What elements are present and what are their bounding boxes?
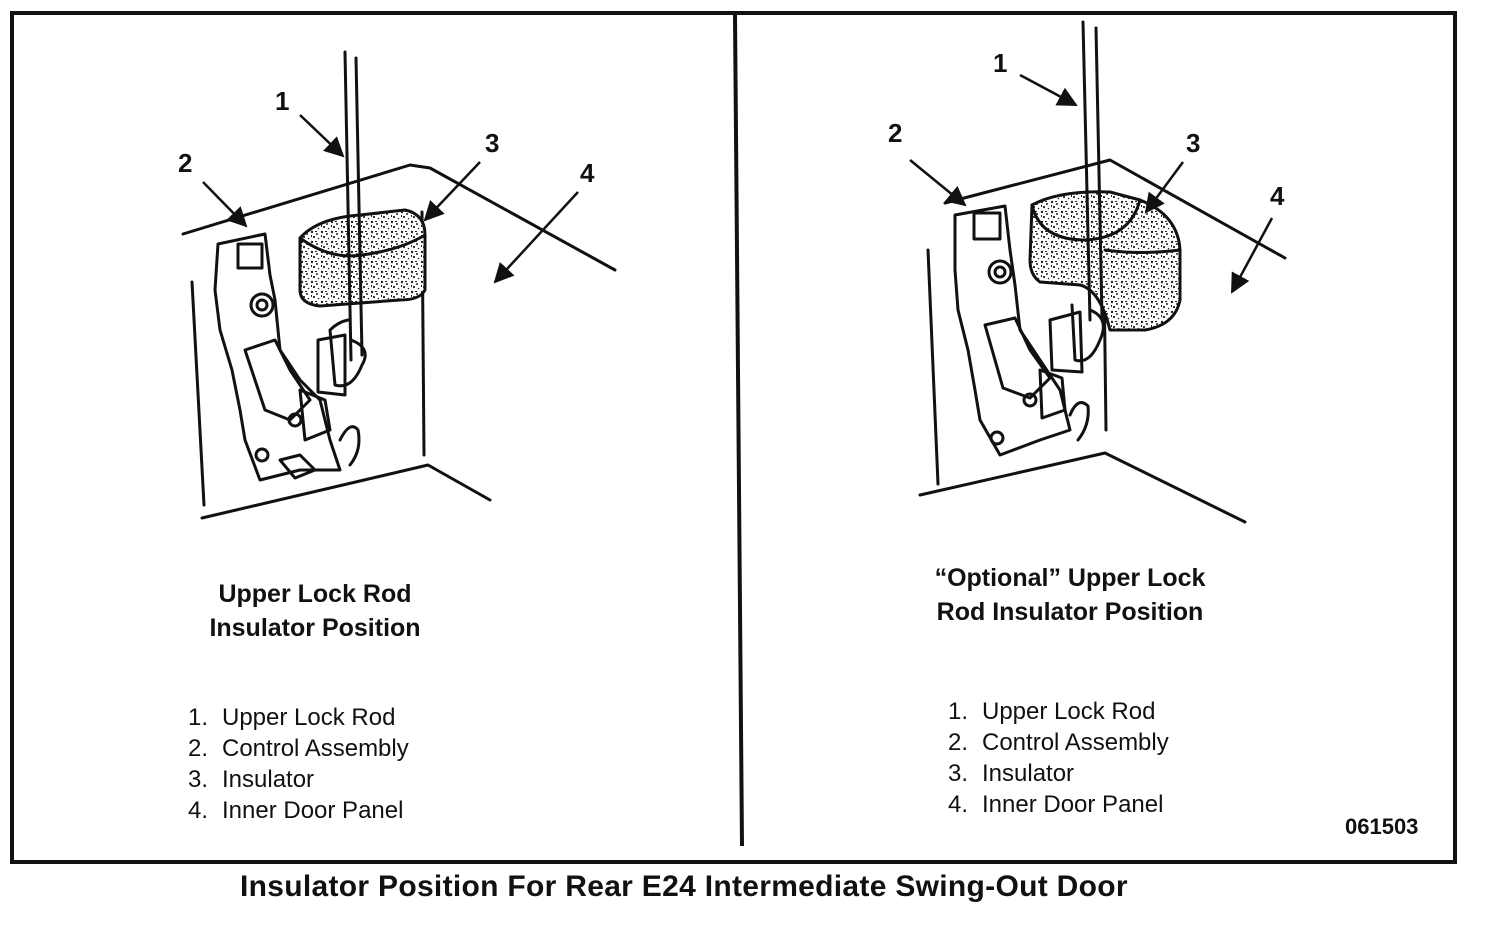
left-callout-1: 1 (275, 86, 289, 116)
outer-border (10, 11, 1457, 864)
right-panel-left-edge (926, 248, 940, 486)
left-legend: 1. Upper Lock Rod 2. Control Assembly 3. In… (182, 702, 409, 826)
left-panel-left-edge (190, 280, 206, 507)
legend-text: Insulator (982, 760, 1075, 787)
left-legend-item: 2. Control Assembly (182, 733, 409, 764)
diagram-title: Insulator Position For Rear E24 Intermed… (240, 870, 1128, 903)
legend-num: 1. (187, 704, 208, 731)
right-panel-bottom-edge (918, 451, 1247, 524)
legend-text: Upper Lock Rod (222, 704, 396, 731)
left-caption-line2: Insulator Position (209, 614, 421, 642)
right-lock-rod-b (1094, 26, 1104, 320)
legend-text: Inner Door Panel (222, 797, 404, 824)
right-arrow-2 (909, 159, 967, 207)
left-callout-2: 2 (178, 148, 192, 178)
right-control-assembly (953, 204, 1072, 457)
right-callout-3: 3 (1186, 128, 1200, 158)
legend-text: Inner Door Panel (982, 791, 1164, 818)
right-callout-2: 2 (888, 118, 902, 148)
right-panel-top-edge (943, 158, 1287, 260)
left-control-assembly (213, 232, 342, 482)
right-caption-line1: “Optional” Upper Lock (934, 564, 1206, 592)
left-arrow-1 (299, 114, 345, 158)
right-callout-4: 4 (1270, 181, 1285, 211)
legend-text: Control Assembly (982, 729, 1169, 756)
right-legend-item: 3. Insulator (942, 758, 1169, 789)
right-arrow-3 (1144, 161, 1185, 214)
left-callout-3: 3 (485, 128, 499, 158)
legend-num: 1. (947, 698, 968, 725)
left-legend-item: 1. Upper Lock Rod (182, 702, 409, 733)
legend-text: Insulator (222, 766, 315, 793)
left-callout-4: 4 (580, 158, 595, 188)
legend-text: Upper Lock Rod (982, 698, 1156, 725)
legend-num: 2. (947, 729, 968, 756)
right-arrow-4 (1230, 217, 1274, 294)
figure-number: 061503 (1345, 814, 1419, 839)
legend-num: 4. (947, 791, 968, 818)
left-arrow-3 (423, 161, 481, 222)
left-lock-rod-b (354, 56, 364, 357)
legend-num: 3. (187, 766, 208, 793)
right-illustration (918, 20, 1287, 524)
left-caption: Upper Lock Rod Insulator Position (160, 577, 470, 645)
right-insulator (1028, 190, 1182, 332)
left-legend-item: 3. Insulator (182, 764, 409, 795)
left-illustration (181, 50, 617, 520)
left-panel-top-edge (181, 163, 617, 272)
legend-num: 4. (187, 797, 208, 824)
right-legend-item: 2. Control Assembly (942, 727, 1169, 758)
right-callout-1: 1 (993, 48, 1007, 78)
left-legend-item: 4. Inner Door Panel (182, 795, 409, 826)
right-caption: “Optional” Upper Lock Rod Insulator Posi… (895, 561, 1245, 629)
left-panel-bottom-edge (200, 463, 492, 520)
right-arrow-1 (1019, 73, 1078, 107)
legend-num: 2. (187, 735, 208, 762)
left-caption-line1: Upper Lock Rod (218, 580, 412, 608)
left-lock-rod-a (343, 50, 353, 362)
right-lock-rod-a (1081, 20, 1092, 322)
right-legend-item: 1. Upper Lock Rod (942, 696, 1169, 727)
right-caption-line2: Rod Insulator Position (936, 598, 1204, 626)
panel-divider (733, 14, 744, 847)
right-callout-arrows (909, 73, 1274, 294)
left-callout-arrows (202, 114, 579, 284)
legend-num: 3. (947, 760, 968, 787)
right-callout-numbers: 1 2 3 4 (888, 48, 1285, 211)
left-arrow-4 (493, 191, 579, 284)
right-legend-item: 4. Inner Door Panel (942, 789, 1169, 820)
legend-text: Control Assembly (222, 735, 409, 762)
right-legend: 1. Upper Lock Rod 2. Control Assembly 3. In… (942, 696, 1169, 820)
left-insulator (298, 208, 427, 308)
left-arrow-2 (202, 181, 248, 228)
left-callout-numbers: 1 2 3 4 (178, 86, 595, 188)
